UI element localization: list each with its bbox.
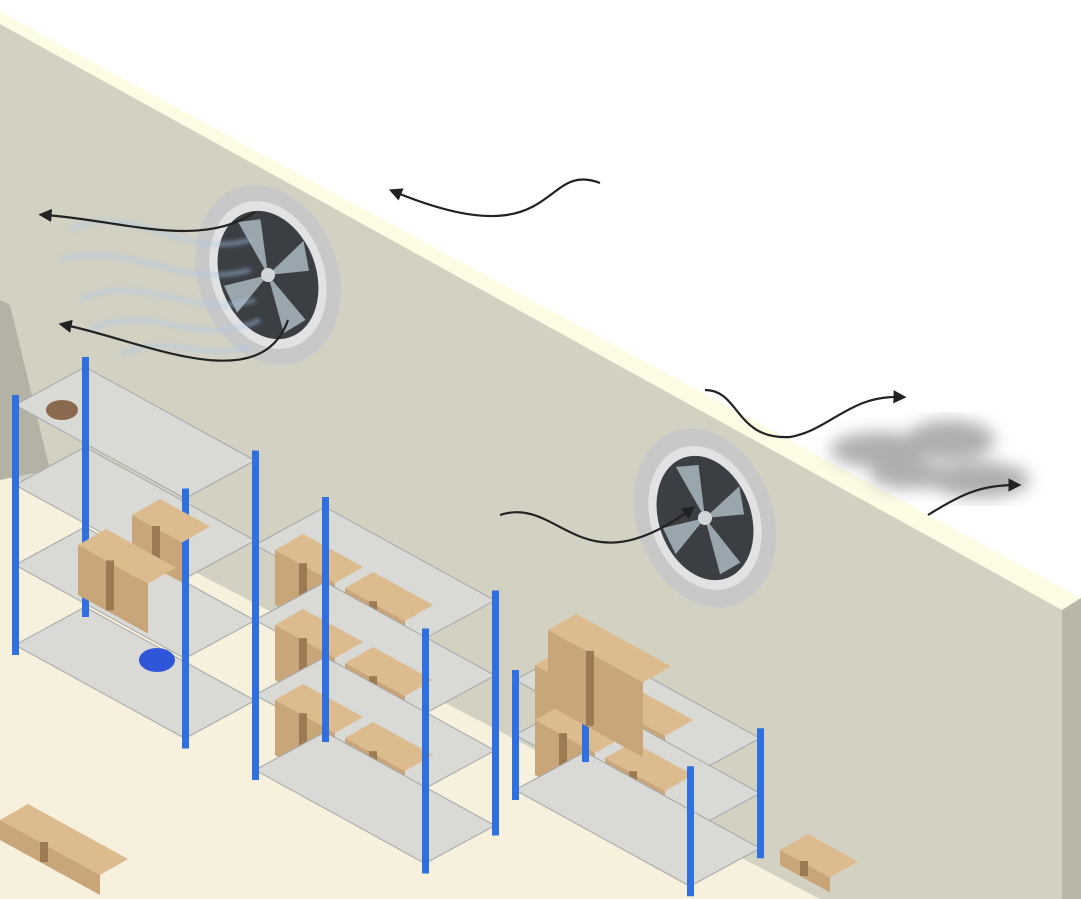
cardboard-box-top xyxy=(275,684,363,733)
tape-roll xyxy=(139,648,175,672)
cardboard-box-top xyxy=(132,499,210,543)
cardboard-box-top xyxy=(78,529,176,584)
cardboard-box xyxy=(0,820,100,895)
box-tape xyxy=(559,733,567,789)
cardboard-box-top xyxy=(345,647,433,696)
cardboard-box-top xyxy=(548,614,671,683)
cardboard-box-top xyxy=(0,804,128,875)
cardboard-box xyxy=(548,630,643,758)
airflow-arrows xyxy=(38,178,1022,544)
shelf-upright xyxy=(512,670,519,800)
smoke-cloud xyxy=(830,420,1030,498)
cardboard-box-top xyxy=(535,704,623,753)
airflow-arrow xyxy=(38,208,256,233)
cardboard-box-top xyxy=(345,722,433,771)
cardboard-box-top xyxy=(275,534,363,583)
exhaust-fan xyxy=(633,428,777,608)
shelf-upright xyxy=(252,535,259,780)
cardboard-box-top xyxy=(345,572,433,621)
shelf-upright xyxy=(12,395,19,655)
shelf-upright xyxy=(82,357,89,617)
tape-roll xyxy=(46,400,78,420)
shelf-upright xyxy=(322,497,329,742)
box-tape xyxy=(299,638,307,694)
shelf-upright xyxy=(422,628,429,874)
box-tape xyxy=(152,526,160,566)
box-tape xyxy=(299,563,307,619)
shelf-upright xyxy=(492,590,499,836)
airflow-arrow xyxy=(704,388,907,439)
box-tape xyxy=(106,560,114,611)
box-tape xyxy=(586,650,594,726)
wall-side xyxy=(1062,598,1081,899)
shelf-upright xyxy=(687,766,694,897)
airflow-arrow xyxy=(927,478,1022,516)
cardboard-box-top xyxy=(275,609,363,658)
fan-blades-icon xyxy=(224,219,310,334)
airflow-arrow xyxy=(58,319,290,362)
box-tape xyxy=(299,713,307,769)
airflow-arrow xyxy=(499,506,696,544)
shelf-upright xyxy=(757,728,764,859)
cardboard-box-top xyxy=(605,742,693,791)
box-tape xyxy=(800,861,808,876)
airflow-arrow xyxy=(388,178,601,218)
box-tape xyxy=(40,842,48,862)
fan-blades-icon xyxy=(662,465,745,575)
shelf-upright xyxy=(182,488,189,749)
airflow-wisps xyxy=(59,219,261,357)
wall-top-cap xyxy=(0,12,1081,610)
cardboard-box-top xyxy=(780,834,858,878)
